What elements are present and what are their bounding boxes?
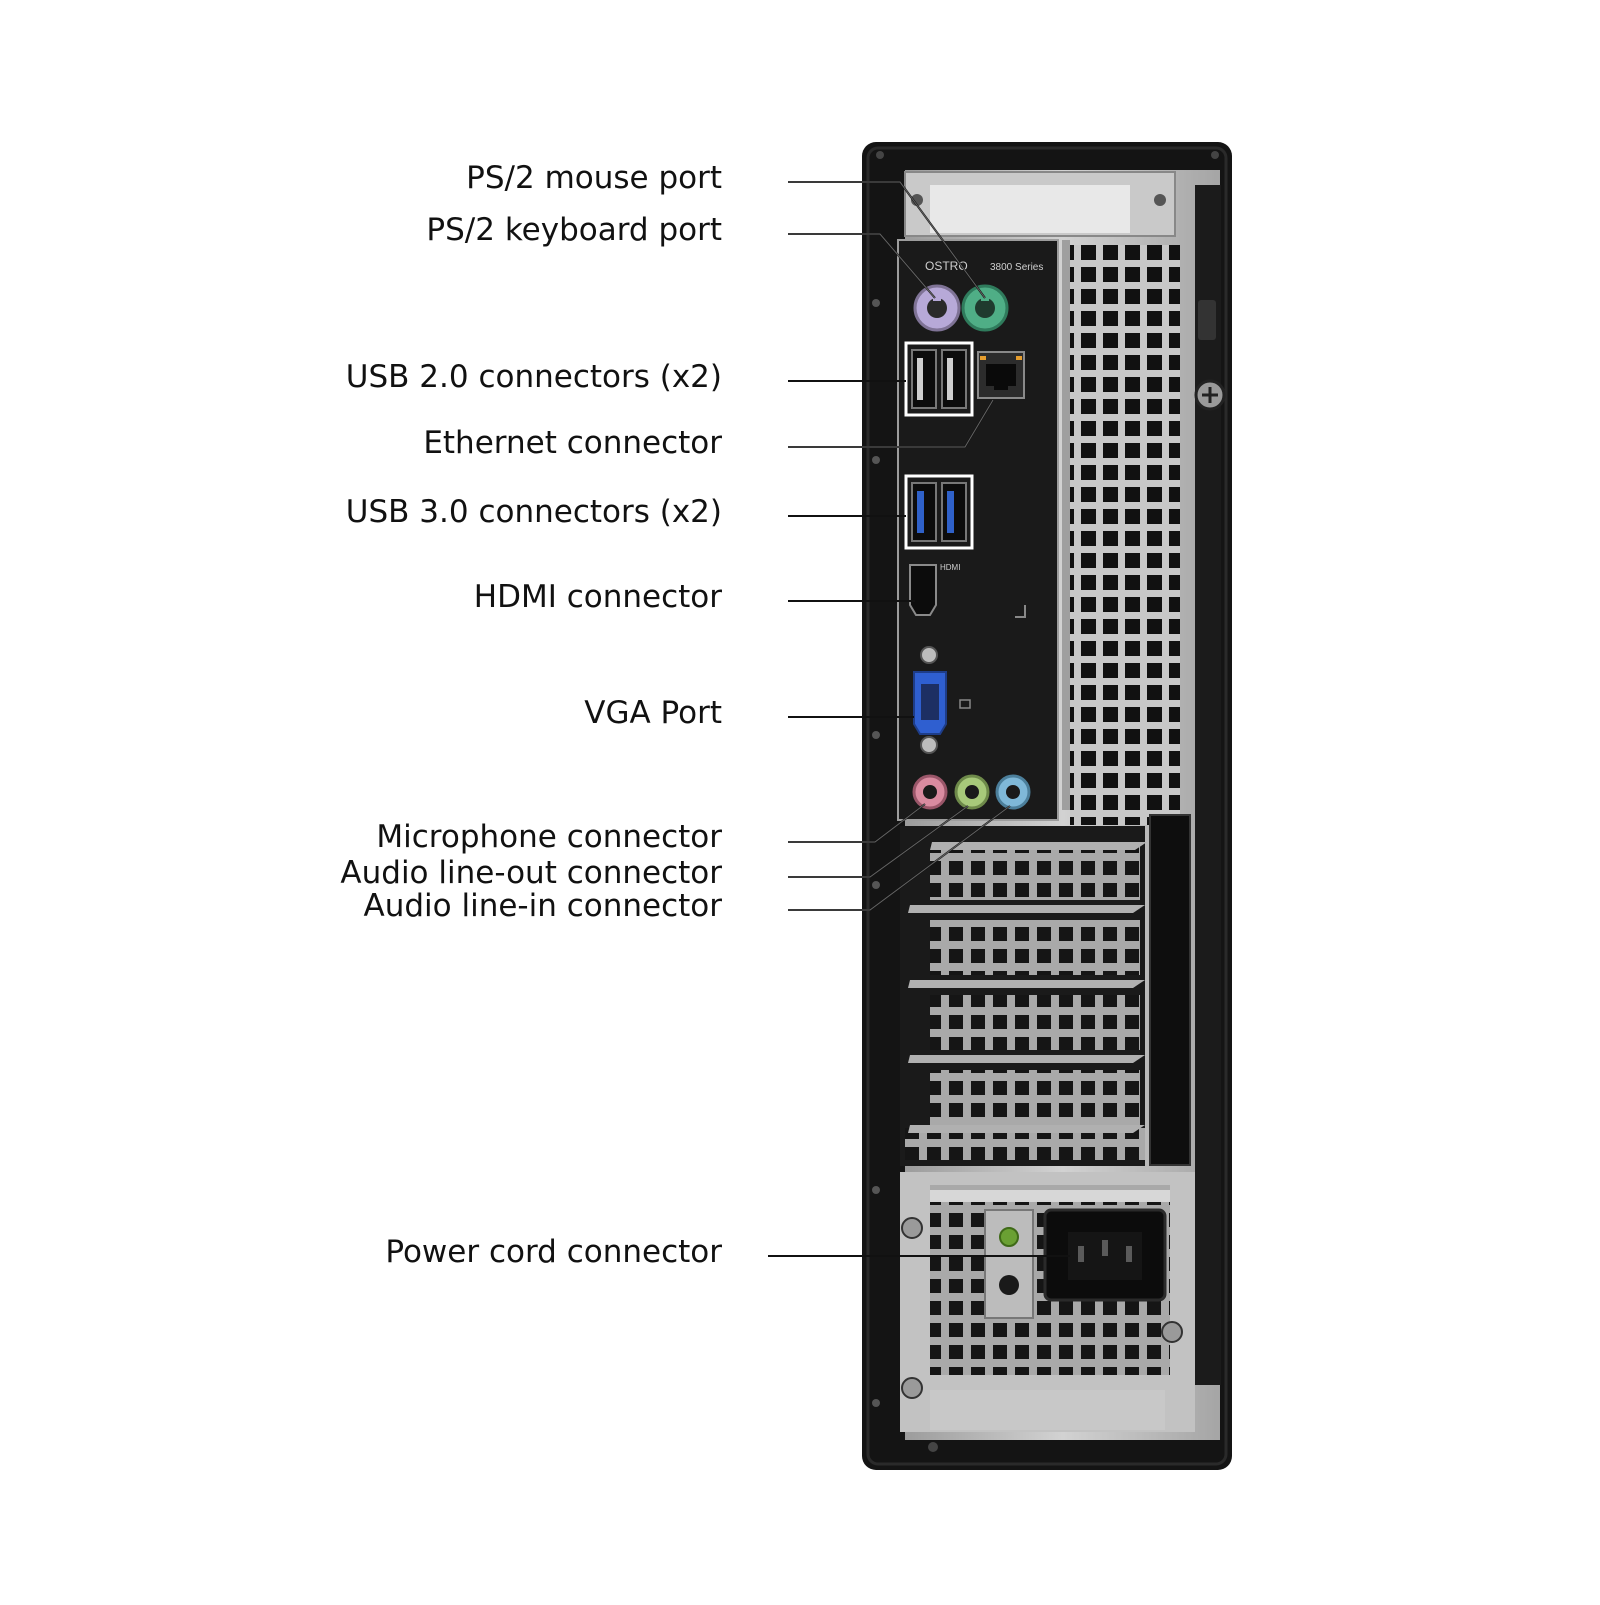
label-vga: VGA Port [584, 695, 722, 731]
callout-lines [768, 181, 1070, 1257]
leader-highlight-microphone [788, 803, 926, 843]
microphone-jack [912, 774, 948, 810]
vga-port [913, 646, 971, 754]
leader-ps2-mouse [788, 181, 986, 299]
line-out-jack [954, 774, 990, 810]
ps2-keyboard-port [913, 284, 961, 332]
ethernet-port [977, 351, 1025, 399]
leader-highlight-line-in [788, 805, 1011, 911]
model-print: OSTRO [925, 259, 968, 273]
label-line-in: Audio line-in connector [363, 888, 723, 924]
line-in-jack [995, 774, 1031, 810]
expansion-slots [900, 814, 1191, 1166]
label-line-out: Audio line-out connector [340, 855, 722, 891]
upper-grille [1070, 245, 1180, 825]
top-bracket [876, 151, 1219, 237]
leader-ps2-keyboard [788, 233, 936, 299]
side-strip [1194, 185, 1226, 1385]
series-print: 3800 Series [990, 262, 1043, 273]
label-power: Power cord connector [385, 1234, 722, 1270]
leader-highlight-line-out [788, 805, 969, 878]
case-screws [872, 299, 880, 1407]
hdmi-port: HDMI [909, 563, 1026, 618]
usb3-connectors [904, 474, 974, 550]
leader-microphone [788, 803, 926, 843]
usb2-connectors [904, 341, 974, 417]
leader-highlight-ps2-keyboard [788, 233, 936, 299]
label-hdmi: HDMI connector [473, 579, 722, 615]
leader-ethernet [788, 399, 994, 448]
label-ethernet: Ethernet connector [423, 425, 722, 461]
leader-highlight-ethernet [788, 399, 994, 448]
label-microphone: Microphone connector [376, 819, 722, 855]
leader-highlight-ps2-mouse [788, 181, 986, 299]
label-ps2-mouse: PS/2 mouse port [466, 160, 722, 196]
leader-line-out [788, 805, 969, 878]
ps2-mouse-port [961, 284, 1009, 332]
power-supply [900, 1172, 1195, 1452]
label-usb2: USB 2.0 connectors (x2) [345, 359, 722, 395]
label-usb3: USB 3.0 connectors (x2) [345, 494, 722, 530]
hdmi-print: HDMI [940, 563, 960, 572]
label-ps2-keyboard: PS/2 keyboard port [426, 212, 722, 248]
leader-line-in [788, 805, 1011, 911]
